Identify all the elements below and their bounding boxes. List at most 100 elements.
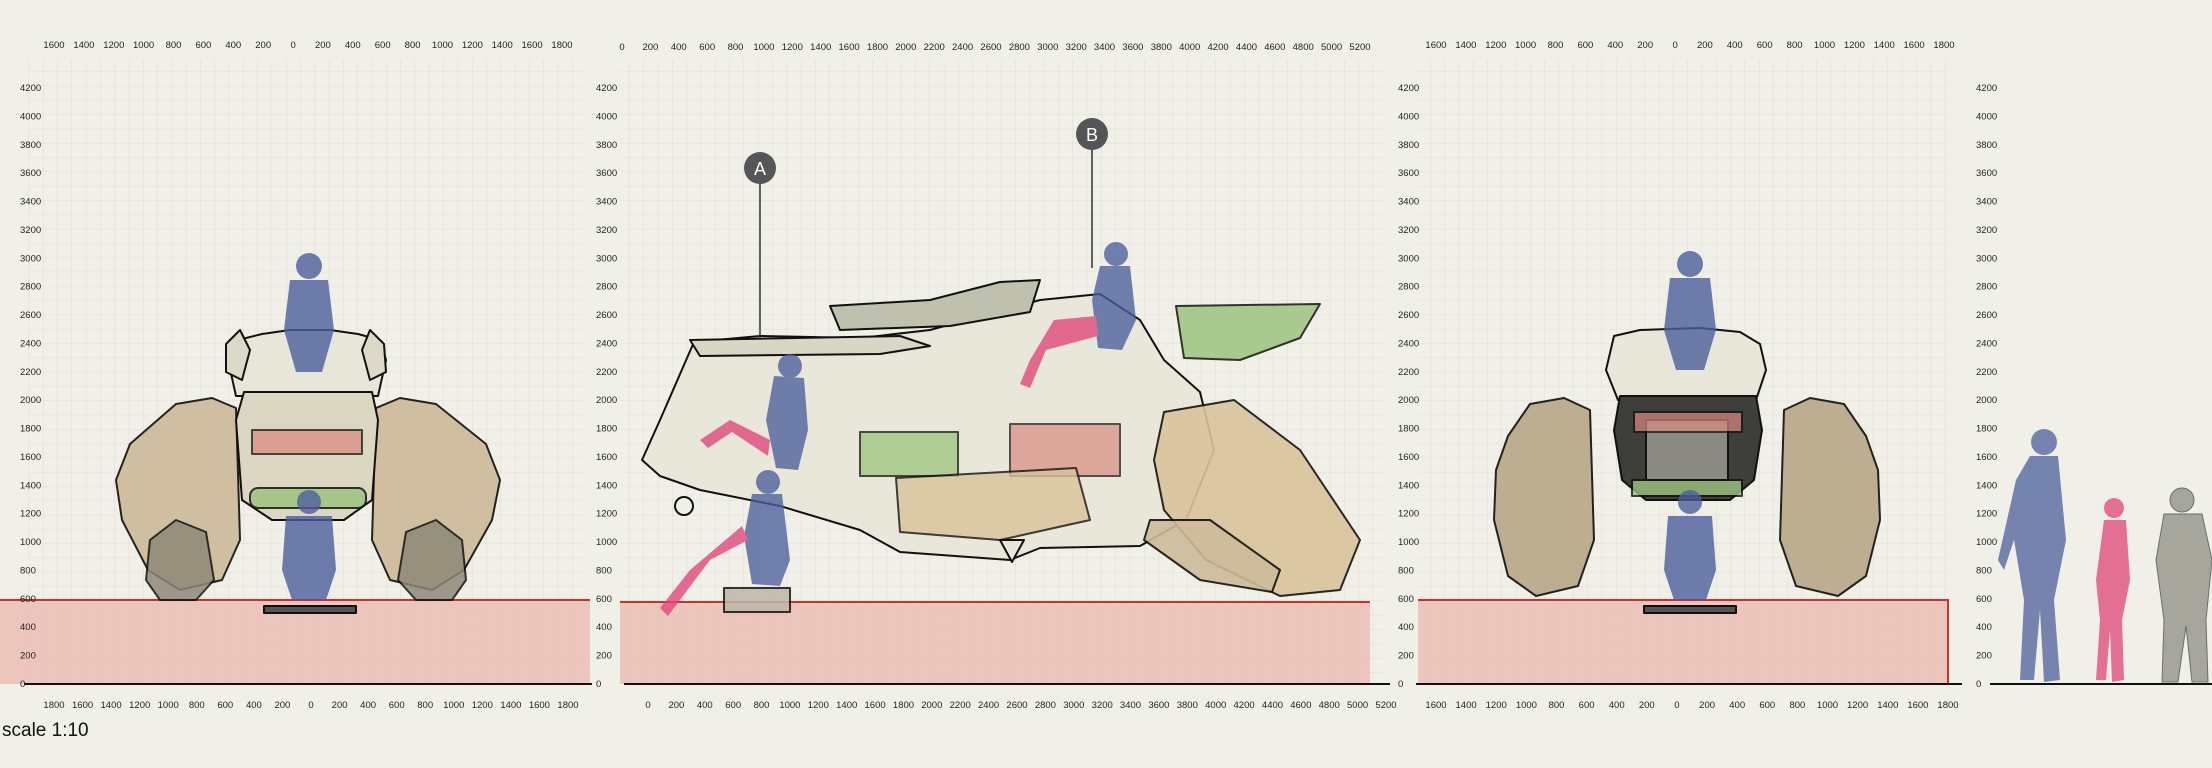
axis-tick-label: 200 xyxy=(1699,700,1715,711)
axis-tick-label: 400 xyxy=(1398,622,1414,633)
axis-tick-label: 1200 xyxy=(20,509,41,520)
front-right-wheel xyxy=(397,519,467,601)
axis-tick-label: 800 xyxy=(405,40,421,51)
axis-tick-label: 4200 xyxy=(596,83,617,94)
axis-tick-label: 600 xyxy=(1976,594,1992,605)
side-top-module xyxy=(829,279,1041,331)
axis-tick-label: 1000 xyxy=(20,537,41,548)
axis-tick-label: 0 xyxy=(1672,40,1677,51)
axis-tick-label: 5000 xyxy=(1347,700,1368,711)
front-right-fin xyxy=(361,329,387,381)
axis-tick-label: 2000 xyxy=(1976,395,1997,406)
side-keel xyxy=(999,539,1025,563)
side-rider-back-body xyxy=(1092,266,1136,350)
axis-tick-label: 1600 xyxy=(865,700,886,711)
axis-tick-label: 200 xyxy=(668,700,684,711)
axis-tick-label: 3800 xyxy=(1398,140,1419,151)
axis-tick-label: 400 xyxy=(697,700,713,711)
axis-tick-label: 800 xyxy=(1549,700,1565,711)
axis-tick-label: 0 xyxy=(308,700,313,711)
axis-tick-label: 800 xyxy=(417,700,433,711)
axis-tick-label: 1200 xyxy=(782,42,803,53)
axis-tick-label: 2800 xyxy=(1976,282,1997,293)
axis-tick-label: 2000 xyxy=(596,395,617,406)
side-view-riders xyxy=(660,242,1136,616)
rear-left-pod xyxy=(1493,397,1595,597)
axis-tick-label: 1600 xyxy=(529,700,550,711)
axis-tick-label: 800 xyxy=(189,700,205,711)
axis-tick-label: 200 xyxy=(1639,700,1655,711)
axis-tick-label: 400 xyxy=(20,622,36,633)
side-rear-tail xyxy=(1143,519,1281,593)
axis-tick-label: 2800 xyxy=(596,282,617,293)
axis-tick-label: 600 xyxy=(375,40,391,51)
axis-tick-label: 1600 xyxy=(1907,700,1928,711)
axis-tick-label: 3000 xyxy=(1398,253,1419,264)
axis-tick-label: 1800 xyxy=(893,700,914,711)
axis-tick-label: 600 xyxy=(699,42,715,53)
axis-tick-label: 1800 xyxy=(557,700,578,711)
callout-a-badge xyxy=(744,152,776,184)
axis-tick-label: 1200 xyxy=(596,509,617,520)
front-red-panel xyxy=(251,429,363,455)
axis-tick-label: 3200 xyxy=(1092,700,1113,711)
axis-tick-label: 1000 xyxy=(1817,700,1838,711)
axis-tick-label: 600 xyxy=(1759,700,1775,711)
axis-tick-label: 200 xyxy=(1637,40,1653,51)
axis-tick-label: 3600 xyxy=(1122,42,1143,53)
axis-tick-label: 1400 xyxy=(20,480,41,491)
axis-tick-label: 400 xyxy=(360,700,376,711)
axis-tick-label: 2800 xyxy=(20,282,41,293)
axis-tick-label: 4000 xyxy=(1398,111,1419,122)
axis-tick-label: 3200 xyxy=(1976,225,1997,236)
axis-tick-label: 1800 xyxy=(1933,40,1954,51)
axis-tick-label: 2400 xyxy=(596,338,617,349)
axis-tick-label: 3200 xyxy=(1066,42,1087,53)
side-rear-wing xyxy=(1175,303,1321,361)
scale-figure-blue xyxy=(1998,429,2066,682)
axis-tick-label: 1000 xyxy=(1814,40,1835,51)
axis-tick-label: 3400 xyxy=(596,197,617,208)
axis-tick-label: 200 xyxy=(332,700,348,711)
axis-tick-label: 3800 xyxy=(1151,42,1172,53)
axis-tick-label: 1400 xyxy=(1874,40,1895,51)
axis-tick-label: 800 xyxy=(596,566,612,577)
front-view-left-axis: 4200400038003600340032003000280026002400… xyxy=(20,83,41,690)
axis-tick-label: 2600 xyxy=(596,310,617,321)
front-left-fin xyxy=(225,329,251,381)
axis-tick-label: 400 xyxy=(1729,700,1745,711)
axis-tick-label: 2200 xyxy=(1398,367,1419,378)
axis-tick-label: 1200 xyxy=(1486,700,1507,711)
axis-tick-label: 3800 xyxy=(1976,140,1997,151)
axis-tick-label: 3600 xyxy=(20,168,41,179)
axis-tick-label: 1000 xyxy=(443,700,464,711)
side-rider-front-body xyxy=(766,376,808,470)
axis-tick-label: 800 xyxy=(728,42,744,53)
axis-tick-label: 3600 xyxy=(1976,168,1997,179)
axis-tick-label: 2400 xyxy=(952,42,973,53)
axis-tick-label: 200 xyxy=(274,700,290,711)
callout-a-label: A xyxy=(754,159,766,179)
axis-tick-label: 4000 xyxy=(20,111,41,122)
axis-tick-label: 1600 xyxy=(72,700,93,711)
axis-tick-label: 2000 xyxy=(921,700,942,711)
axis-tick-label: 1600 xyxy=(522,40,543,51)
axis-tick-label: 200 xyxy=(315,40,331,51)
axis-tick-label: 1400 xyxy=(492,40,513,51)
axis-tick-label: 1400 xyxy=(1976,480,1997,491)
axis-tick-label: 2400 xyxy=(20,338,41,349)
axis-tick-label: 0 xyxy=(645,700,650,711)
axis-tick-label: 3400 xyxy=(1094,42,1115,53)
axis-tick-label: 2600 xyxy=(980,42,1001,53)
axis-tick-label: 0 xyxy=(1976,679,1981,690)
axis-tick-label: 1400 xyxy=(596,480,617,491)
axis-tick-label: 2000 xyxy=(1398,395,1419,406)
axis-tick-label: 1400 xyxy=(810,42,831,53)
axis-tick-label: 1800 xyxy=(1976,424,1997,435)
axis-tick-label: 1400 xyxy=(1455,40,1476,51)
axis-tick-label: 3800 xyxy=(1177,700,1198,711)
axis-tick-label: 200 xyxy=(1398,651,1414,662)
axis-tick-label: 1000 xyxy=(596,537,617,548)
